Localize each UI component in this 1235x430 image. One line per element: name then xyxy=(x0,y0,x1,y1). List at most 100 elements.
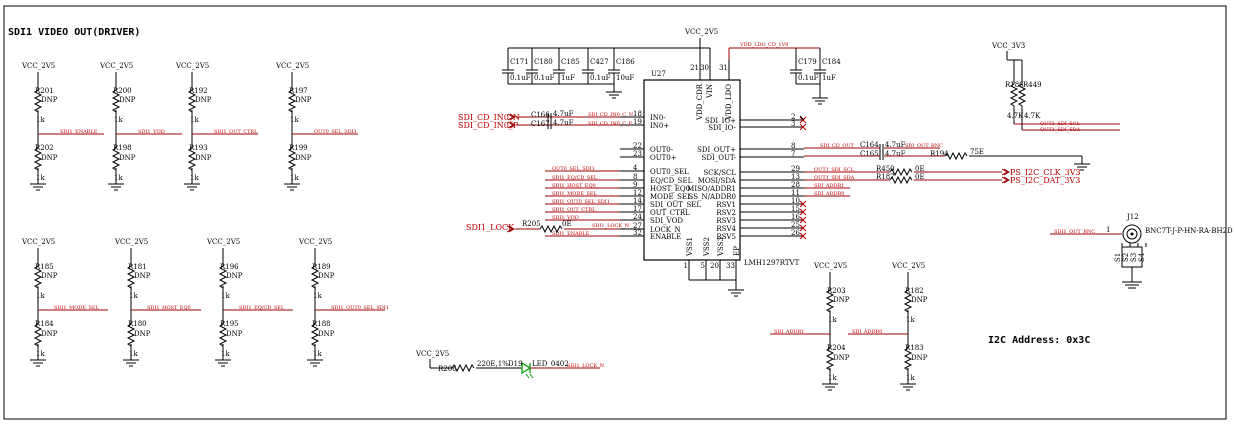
divider-upper-value: 1k xyxy=(221,292,230,300)
no-connect-icon xyxy=(799,200,807,208)
ic-ref: U27 xyxy=(651,70,666,78)
divider-net-label: OUT0_SEL_SDI1 xyxy=(314,129,357,135)
r205-value: 0E xyxy=(562,220,572,228)
no-connect-icon xyxy=(799,216,807,224)
ic-right-pin-num: 11 xyxy=(791,189,800,197)
ic-left-pin-num: 24 xyxy=(633,213,642,221)
ic-top-pin-num: 30 xyxy=(700,64,709,72)
addr-net-label: SDI_ADDR1 xyxy=(814,183,844,189)
r186-value: 4.7K xyxy=(1007,112,1024,120)
cap-ref: C171 xyxy=(510,58,529,66)
ic-left-pin-name: IN0- xyxy=(650,114,666,122)
ic-part: LMH1297RTVT xyxy=(744,259,800,267)
ic-left-pin-name: OUT0_SEL xyxy=(650,168,689,176)
input-net-n: SDI_CD_IN0_N xyxy=(458,113,520,122)
divider-upper-value: 1k xyxy=(129,292,138,300)
cap-value: 10uF xyxy=(616,74,634,82)
ic-supply: VCC_2V5 VDD_LDO_CD_1V8 xyxy=(508,28,820,60)
r449-ref: R449 xyxy=(1023,81,1042,89)
ic-left-pin-name: MODE_SEL xyxy=(650,193,692,201)
divider-dnp: DNP xyxy=(295,96,312,104)
c164-value: 4.7uF xyxy=(885,141,906,149)
sdi-lock: SDI1_LOCK R205 0E xyxy=(466,220,620,234)
pullup-sda-net: OUT1_SDI_SDA xyxy=(1040,127,1081,133)
bnc-gnd-pin: S3 xyxy=(1130,253,1138,262)
divider-supply: VCC_2V5 xyxy=(206,238,240,246)
ic-right-pin-name: RSV4 xyxy=(716,225,736,233)
ic-left-pin-name: LOCK_N xyxy=(650,226,681,234)
ic-right-pin-name: MISO/ADDR1 xyxy=(687,185,736,193)
sheet-border xyxy=(3,5,1227,420)
ic-right-pin-num: 25 xyxy=(791,221,800,229)
sdi-cd-out-net: SDI_CD_OUT xyxy=(820,143,855,149)
sdi-inputs: SDI_CD_IN0_N SDI_CD_IN0_P C166 C167 4.7u… xyxy=(458,110,634,130)
no-connect-icon xyxy=(799,123,807,131)
divider-upper-ref: R192 xyxy=(189,87,208,95)
divider-lower-value: 1k xyxy=(36,174,45,182)
ic-left-pin-name: OUT0- xyxy=(650,146,674,154)
no-connect-icon xyxy=(799,116,807,124)
i2c-offpage-label: PS_I2C_DAT_3V3 xyxy=(1010,176,1080,185)
c167-ref: C167 xyxy=(531,120,550,128)
c165-ref: C165 xyxy=(860,150,879,158)
divider-supply: VCC_2V5 xyxy=(99,62,133,70)
cap-ref: C185 xyxy=(561,58,580,66)
divider-supply: VCC_2V5 xyxy=(21,62,55,70)
i2c-net-label: OUT1_SDI_SCL xyxy=(814,167,854,173)
ic-left-pin-num: 27 xyxy=(633,222,642,230)
ic-right-pin-num: 16 xyxy=(791,213,800,221)
divider-lower-ref: R202 xyxy=(35,144,54,152)
ic-left-pin-name: ENABLE xyxy=(650,233,681,241)
divider-upper-ref: R182 xyxy=(905,287,924,295)
ic-left-pin-name: SDI_OUT_SEL xyxy=(650,201,701,209)
control-net-label: SDI1_VOD xyxy=(552,215,579,221)
lock-led: VCC_2V5 R206 220E,1% D19 LED_0402 SDI1_L… xyxy=(415,350,605,379)
divider-lower-ref: R204 xyxy=(827,344,846,352)
divider-lower-ref: R198 xyxy=(113,144,132,152)
divider-lower-value: 1k xyxy=(190,174,199,182)
ic-right-pin-num: 15 xyxy=(791,205,800,213)
divider-lower-value: 1k xyxy=(290,174,299,182)
ic-top-pin-name: VDD_CDR xyxy=(696,83,704,121)
ic-bottom-pin-name: EP xyxy=(733,246,741,256)
cap-value: 0.1uF xyxy=(534,74,555,82)
divider-dnp: DNP xyxy=(41,272,58,280)
divider-dnp: DNP xyxy=(833,296,850,304)
lock-n-net-label: SDI1_LOCK_N xyxy=(592,223,630,229)
r194-ref: R194 xyxy=(930,150,949,158)
ic-right-pin-num: 7 xyxy=(791,150,795,158)
strap-dividers: VCC_2V5R201DNP1kSDI1_ENABLER202DNP1kVCC_… xyxy=(21,62,928,391)
control-net-label: SDI1_OUT_CTRL xyxy=(552,207,596,213)
ic-right-pin-name: RSV3 xyxy=(716,217,736,225)
ic-left-pin-num: 22 xyxy=(633,142,642,150)
cap-ref: C427 xyxy=(590,58,609,66)
bnc-gnd-pin: S2 xyxy=(1122,253,1130,262)
ic-right-pin-name: RSV5 xyxy=(716,233,736,241)
divider-lower-ref: R199 xyxy=(289,144,308,152)
cap-ref: C180 xyxy=(534,58,553,66)
divider-dnp: DNP xyxy=(226,272,243,280)
divider-upper-value: 1k xyxy=(36,116,45,124)
ic-left-pin-num: 32 xyxy=(633,229,642,237)
i2c-offpage-label: PS_I2C_CLK_3V3 xyxy=(1010,168,1081,177)
i2c-address-note: I2C Address: 0x3C xyxy=(988,335,1090,346)
divider-dnp: DNP xyxy=(295,154,312,162)
ic-right-pin-num: 8 xyxy=(791,142,795,150)
divider-dnp: DNP xyxy=(119,154,136,162)
control-net-label: OUT0_SEL_SDI1 xyxy=(552,166,595,172)
control-net-label: SDI1_MODE_SEL xyxy=(552,191,598,197)
ic-right-pin-num: 10 xyxy=(791,197,800,205)
ic-right-pin-num: 28 xyxy=(791,181,800,189)
divider-lower-ref: R188 xyxy=(312,320,331,328)
c167-value: 4.7uF xyxy=(553,119,574,127)
ic-left-pin-name: HOST_EQ0 xyxy=(650,185,690,193)
ic-bottom-pin-name: VSS2 xyxy=(703,237,711,257)
divider-lower-value: 1k xyxy=(36,350,45,358)
divider-dnp: DNP xyxy=(318,272,335,280)
ic-left-pin-num: 12 xyxy=(633,189,642,197)
